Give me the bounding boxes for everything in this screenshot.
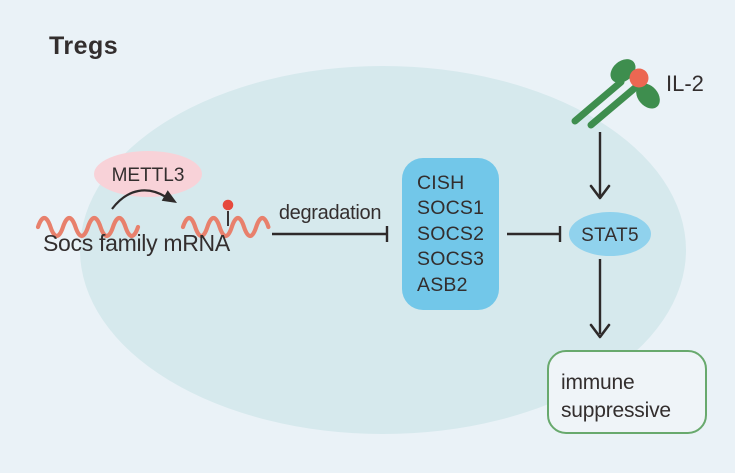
receptor-chain-1	[571, 78, 625, 125]
stat5-label: STAT5	[581, 225, 639, 246]
gene-label-asb2: ASB2	[417, 274, 468, 296]
gene-label-socs1: SOCS1	[417, 197, 484, 219]
receptor-chain-2	[587, 83, 640, 129]
outcome-label-line2: suppressive	[561, 399, 671, 422]
il2-label: IL-2	[666, 71, 704, 96]
immune-suppressive-box	[547, 350, 707, 434]
methylation-arrowhead-icon	[161, 190, 177, 203]
page-title: Tregs	[49, 32, 118, 60]
il2-ligand-ball-icon	[629, 68, 649, 88]
gene-label-socs3: SOCS3	[417, 248, 484, 270]
treg-cell-body	[80, 66, 686, 434]
socs-genes-box	[402, 158, 499, 310]
il2-to-stat5-arrowhead-icon	[589, 184, 611, 200]
stat5-to-outcome-arrowhead-icon	[589, 323, 611, 339]
mrna-label: Socs family mRNA	[43, 230, 231, 256]
gene-label-socs2: SOCS2	[417, 223, 484, 245]
mettl3-label: METTL3	[112, 165, 185, 186]
m6a-methylation-mark-icon	[222, 199, 234, 211]
il2-receptor-icon	[571, 59, 660, 129]
stat5-bubble	[569, 212, 651, 256]
mettl3-bubble	[94, 151, 202, 197]
gene-label-cish: CISH	[417, 172, 464, 194]
degradation-label: degradation	[279, 202, 381, 224]
outcome-label-line1: immune	[561, 371, 635, 394]
mrna-wave-icon	[180, 215, 271, 239]
receptor-lobe-lower	[636, 83, 660, 109]
receptor-lobe-upper	[610, 59, 636, 83]
mrna-wave-icon	[35, 215, 141, 239]
methylation-arrow	[111, 189, 167, 210]
